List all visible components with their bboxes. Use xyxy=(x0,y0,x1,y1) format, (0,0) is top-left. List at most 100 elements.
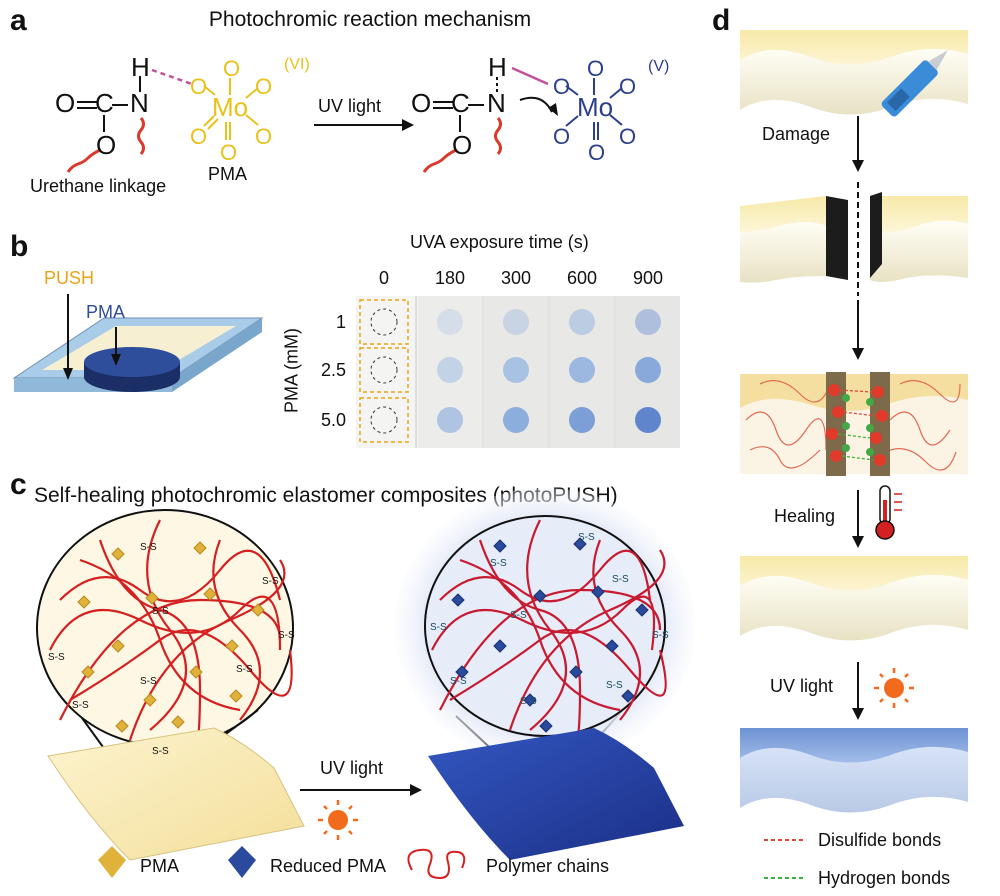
o-atom: O xyxy=(588,140,606,165)
sun-icon-d xyxy=(874,668,914,708)
conc-1: 1 xyxy=(335,312,346,332)
polymer-chains-right xyxy=(431,519,667,753)
disulfide-label: S-S xyxy=(72,700,89,711)
o-atom: O xyxy=(553,74,571,99)
panel-b-letter: b xyxy=(10,230,29,263)
panel-c-letter: c xyxy=(10,468,27,501)
pma-diamonds-left xyxy=(77,541,265,733)
conc-2-5: 2.5 xyxy=(320,360,346,380)
gold-diamond-icon xyxy=(98,846,126,878)
n-atom: N xyxy=(130,88,149,118)
disulfide-label: S-S xyxy=(140,676,157,687)
time-900: 900 xyxy=(632,268,664,288)
hbond-before xyxy=(151,68,193,86)
time-300: 300 xyxy=(500,268,532,288)
o-atom: O xyxy=(96,130,117,160)
n-atom: N xyxy=(487,88,506,118)
disulfide-label: S-S xyxy=(430,622,447,633)
o-atom: O xyxy=(587,56,605,81)
push-label: PUSH xyxy=(44,268,95,288)
squiggle-o-left xyxy=(66,148,101,173)
disulfide-label: S-S xyxy=(278,630,295,641)
time-600: 600 xyxy=(566,268,598,288)
conc-5-0: 5.0 xyxy=(320,410,346,430)
damaged-film xyxy=(740,182,968,296)
o-atom: O xyxy=(619,74,637,99)
reduced-pma-diamonds-right xyxy=(451,537,649,733)
thermometer-icon xyxy=(875,485,902,540)
legend-hydrogen-label: Hydrogen bonds xyxy=(818,868,951,888)
c-atom: C xyxy=(451,88,470,118)
urethane-right xyxy=(433,76,498,132)
uv-light-label-a: UV light xyxy=(318,96,382,116)
polymer-chains-left xyxy=(49,519,293,771)
legend-disulfide-label: Disulfide bonds xyxy=(818,830,942,850)
o-atom: O xyxy=(255,74,273,99)
squiggle-n-right xyxy=(494,117,502,155)
o-atom: O xyxy=(220,140,238,165)
disulfide-label: S-S xyxy=(48,652,65,663)
oxidation-state-v: (V) xyxy=(648,58,670,75)
disulfide-label: S-S xyxy=(520,696,537,707)
o-atom: O xyxy=(223,56,241,81)
h-atom: H xyxy=(131,52,150,82)
o-atom: O xyxy=(553,124,571,149)
time-180: 180 xyxy=(434,268,466,288)
squiggle-n-left xyxy=(137,117,145,155)
h-atom: H xyxy=(488,52,507,82)
panel-a-letter: a xyxy=(10,4,27,37)
uva-sample-grid xyxy=(356,296,680,448)
uva-time-header: UVA exposure time (s) xyxy=(410,232,589,252)
polymer-chain-icon xyxy=(407,848,466,880)
step-damage-label: Damage xyxy=(762,124,831,144)
urethane-left xyxy=(77,76,141,132)
hbond-after xyxy=(511,66,549,86)
blue-sheet xyxy=(428,728,684,860)
disulfide-label: S-S xyxy=(236,664,253,675)
o-atom: O xyxy=(190,74,208,99)
legend-reduced-pma-label: Reduced PMA xyxy=(270,856,387,876)
healed-film xyxy=(740,556,968,641)
disulfide-label: S-S xyxy=(152,746,169,757)
pma-label-a: PMA xyxy=(208,164,248,184)
disulfide-label: S-S xyxy=(152,606,169,617)
step-uv-label: UV light xyxy=(770,676,834,696)
o-atom: O xyxy=(255,124,273,149)
disulfide-label: S-S xyxy=(490,558,507,569)
pma-mo6 xyxy=(203,78,259,140)
panel-c-title: Self-healing photochromic elastomer comp… xyxy=(34,484,618,507)
step-healing-label: Healing xyxy=(774,506,836,526)
time-0: 0 xyxy=(378,268,389,288)
disulfide-label: S-S xyxy=(262,576,279,587)
healing-interface xyxy=(740,372,968,476)
disulfide-label: S-S xyxy=(612,574,629,585)
disulfide-label: S-S xyxy=(140,542,157,553)
disulfide-label: S-S xyxy=(578,532,595,543)
uv-colored-film xyxy=(740,728,968,813)
o-atom: O xyxy=(619,124,637,149)
knife-icon xyxy=(881,50,948,117)
c-atom: C xyxy=(95,88,114,118)
disulfide-label: S-S xyxy=(510,610,527,621)
squiggle-o-right xyxy=(422,148,457,173)
panel-d-letter: d xyxy=(712,4,731,37)
uv-light-label-c: UV light xyxy=(320,758,384,778)
pma-label-b: PMA xyxy=(86,302,126,322)
o-atom: O xyxy=(190,124,208,149)
oxidation-state-vi: (VI) xyxy=(284,56,310,73)
panel-a-title: Photochromic reaction mechanism xyxy=(208,8,532,31)
legend-pma-label: PMA xyxy=(140,856,180,876)
mo-atom-v: Mo xyxy=(577,92,614,122)
disulfide-label: S-S xyxy=(450,676,467,687)
o-atom: O xyxy=(55,88,76,118)
mo-atom-vi: Mo xyxy=(212,92,249,122)
legend-polymer-label: Polymer chains xyxy=(486,856,610,876)
disulfide-label: S-S xyxy=(652,630,669,641)
blue-diamond-icon xyxy=(228,846,256,878)
pma-mo5 xyxy=(565,78,623,140)
sun-icon-c xyxy=(318,800,358,840)
